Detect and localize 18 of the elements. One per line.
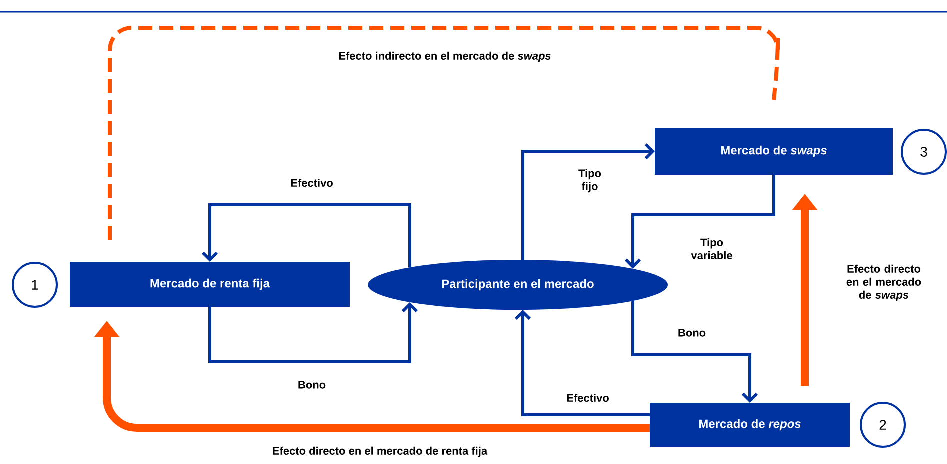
edge-label: Tipo fijo (578, 169, 602, 193)
market-box: Mercado de swaps (655, 128, 893, 175)
edge-label: Efectivo (567, 394, 609, 402)
arrow (632, 301, 758, 403)
market-box: Mercado de repos (650, 403, 850, 447)
market-box: Mercado de renta fija (70, 262, 350, 307)
edge-label: Bono (678, 329, 706, 337)
arrow (522, 143, 656, 260)
edge-label: Efecto indirecto en el mercado de swaps (339, 52, 551, 62)
edge-label: Efectivo (291, 178, 333, 188)
arrow (202, 204, 412, 268)
arrow (208, 302, 418, 364)
arrow (624, 175, 776, 269)
arrow (514, 310, 650, 416)
edge-label: Bono (298, 381, 326, 389)
edge-label: Efecto directo en el mercado de swaps (846, 264, 922, 302)
edge-label: Tipo variable (691, 238, 732, 260)
edge-label: Efecto directo en el mercado de renta fija (273, 446, 488, 458)
